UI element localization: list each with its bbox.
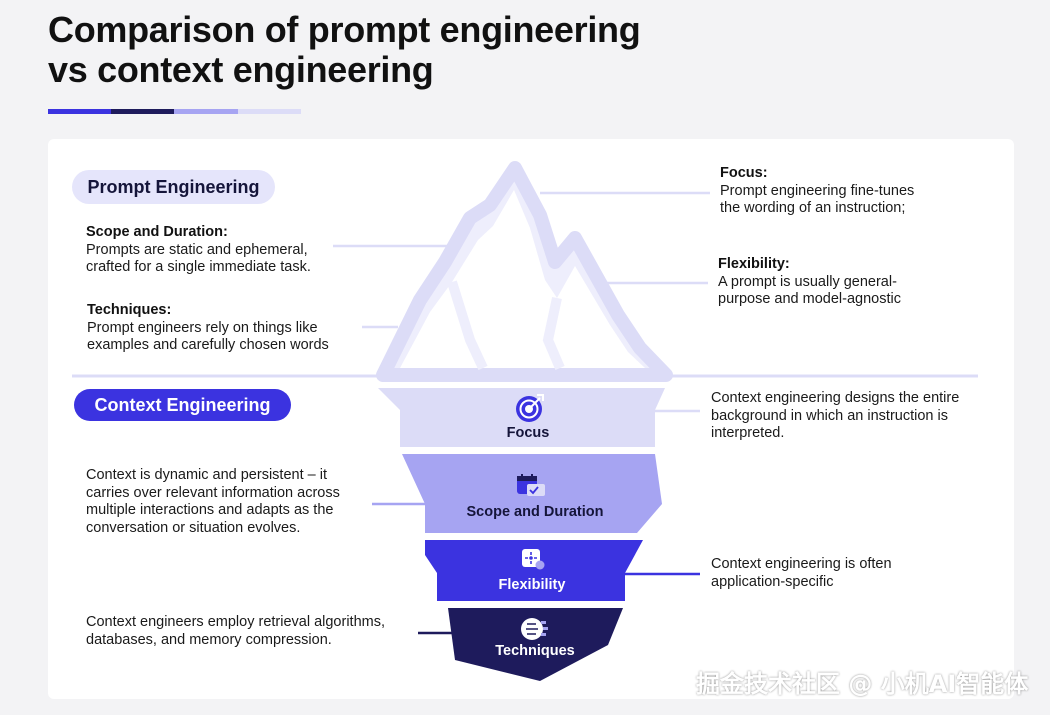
context-techniques-text: Context engineers employ retrieval algor… [86,614,385,649]
prompt-scope-line-2: crafted for a single immediate task. [86,259,311,276]
context-scope-line-2: carries over relevant information across [86,484,340,501]
prompt-focus-line-1: Prompt engineering fine-tunes [720,182,915,199]
accent-segment-4 [238,109,301,114]
title-line-1: Comparison of prompt engineering [48,9,641,50]
prompt-engineering-pill: Prompt Engineering [72,170,275,204]
context-flexibility-text: Context engineering is often application… [711,556,892,591]
iceberg-ridge-2 [542,296,565,370]
prompt-focus-line-2: the wording of an instruction; [720,200,906,217]
title-line-2: vs context engineering [48,49,434,90]
context-flexibility-line-2: application-specific [711,573,834,590]
context-focus-line-2: background in which an instruction is [711,407,948,424]
prompt-techniques-heading: Techniques: [87,302,172,318]
context-engineering-pill: Context Engineering [74,389,291,421]
brain-icon [521,618,548,640]
prompt-focus-heading: Focus: [720,165,768,181]
accent-segment-3 [174,109,238,114]
context-techniques-line-1: Context engineers employ retrieval algor… [86,614,385,630]
context-flexibility-line-1: Context engineering is often [711,556,892,572]
accent-segment-1 [48,109,111,114]
context-scope-line-4: conversation or situation evolves. [86,519,301,536]
prompt-focus-block: Focus: Prompt engineering fine-tunes the… [720,165,914,218]
prompt-scope-block: Scope and Duration: Prompts are static a… [86,224,311,277]
prompt-flexibility-heading: Flexibility: [718,256,790,272]
context-focus-line-1: Context engineering designs the entire [711,390,960,406]
context-focus-line-3: interpreted. [711,425,785,442]
watermark: 掘金技术社区 @ 小机AI智能体 [696,670,1029,698]
calendar-icon [517,474,545,496]
layer-techniques [448,608,623,681]
target-icon [516,394,544,422]
layer-scope-label: Scope and Duration [467,504,604,520]
prompt-flexibility-line-1: A prompt is usually general- [718,273,897,290]
context-focus-text: Context engineering designs the entire b… [711,390,959,443]
prompt-flexibility-block: Flexibility: A prompt is usually general… [718,256,901,309]
page-title: Comparison of prompt engineering vs cont… [48,9,641,90]
context-scope-line-3: multiple interactions and adapts as the [86,502,334,519]
layer-techniques-label: Techniques [495,643,575,659]
prompt-flexibility-line-2: purpose and model-agnostic [718,291,901,308]
layer-focus-label: Focus [507,425,550,441]
context-techniques-line-2: databases, and memory compression. [86,631,332,648]
prompt-scope-line-1: Prompts are static and ephemeral, [86,241,308,258]
prompt-scope-heading: Scope and Duration: [86,224,228,240]
prompt-techniques-block: Techniques: Prompt engineers rely on thi… [87,302,329,355]
context-scope-text: Context is dynamic and persistent – it c… [86,467,340,537]
context-scope-line-1: Context is dynamic and persistent – it [86,467,327,483]
layer-flexibility [425,540,643,601]
accent-segment-2 [111,109,174,114]
iceberg-ridge-1 [447,280,488,371]
prompt-techniques-line-1: Prompt engineers rely on things like [87,319,318,336]
layer-flexibility-label: Flexibility [499,577,566,593]
puzzle-icon [522,549,545,570]
title-accent-bar [48,109,301,114]
prompt-techniques-line-2: examples and carefully chosen words [87,337,329,354]
